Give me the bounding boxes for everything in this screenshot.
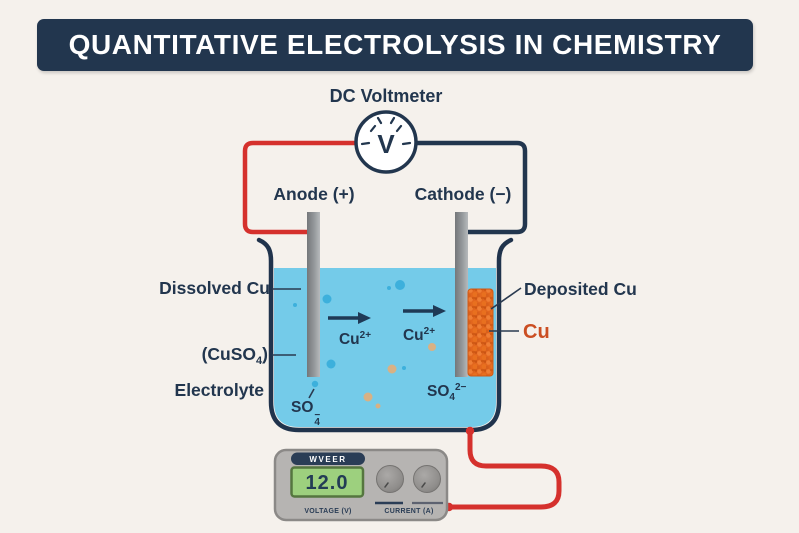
electrolyte-liquid <box>274 268 496 427</box>
beaker-outline <box>256 237 514 433</box>
voltage-knob[interactable] <box>376 465 404 493</box>
electrolyte-label: Electrolyte <box>174 380 264 400</box>
supply-wire-red <box>446 428 562 510</box>
so4-ion-label-right: SO42− <box>427 382 467 403</box>
cathode-electrode <box>455 212 468 377</box>
cu-ion-label-right: Cu2+ <box>402 326 436 344</box>
anode-label: Anode (+) <box>273 184 355 204</box>
voltmeter-ticks-icon <box>360 116 412 146</box>
cu-ion-label-left: Cu2+ <box>338 330 372 348</box>
cu-label: Cu <box>523 321 550 343</box>
ion-arrow-right <box>403 305 446 317</box>
brand-plate <box>291 452 365 465</box>
voltage-caption: VOLTAGE (V) <box>304 508 352 515</box>
current-knob-marker <box>421 482 426 488</box>
anode-electrode <box>307 212 320 377</box>
cuso4-label: (CuSO4) <box>201 344 268 367</box>
dc-voltmeter-label: DC Voltmeter <box>329 86 443 106</box>
pointer-lines <box>272 287 522 399</box>
voltage-display-value: 12.0 <box>305 472 349 494</box>
title-text: QUANTITATIVE ELECTROLYSIS IN CHEMISTRY <box>68 29 722 60</box>
dissolved-cu-label: Dissolved Cu <box>159 278 270 298</box>
page-title: QUANTITATIVE ELECTROLYSIS IN CHEMISTRY <box>37 19 753 71</box>
voltage-display <box>290 466 365 498</box>
cathode-label: Cathode (−) <box>414 184 512 204</box>
so4-ion-label-left: SO−4 <box>291 399 321 428</box>
anode-wire-red <box>242 140 359 235</box>
wire-terminal-beaker <box>465 426 475 436</box>
voltmeter-v-symbol: V <box>377 129 395 159</box>
deposited-cu-label: Deposited Cu <box>524 279 637 299</box>
current-knob[interactable] <box>413 465 441 493</box>
ion-bubbles <box>293 280 436 409</box>
power-supply-brand: WVEER <box>309 455 347 464</box>
current-caption: CURRENT (A) <box>384 508 434 515</box>
voltage-knob-marker <box>384 482 389 488</box>
cathode-wire-navy <box>413 140 528 235</box>
ion-arrow-left <box>328 312 371 324</box>
copper-deposit <box>467 288 494 377</box>
